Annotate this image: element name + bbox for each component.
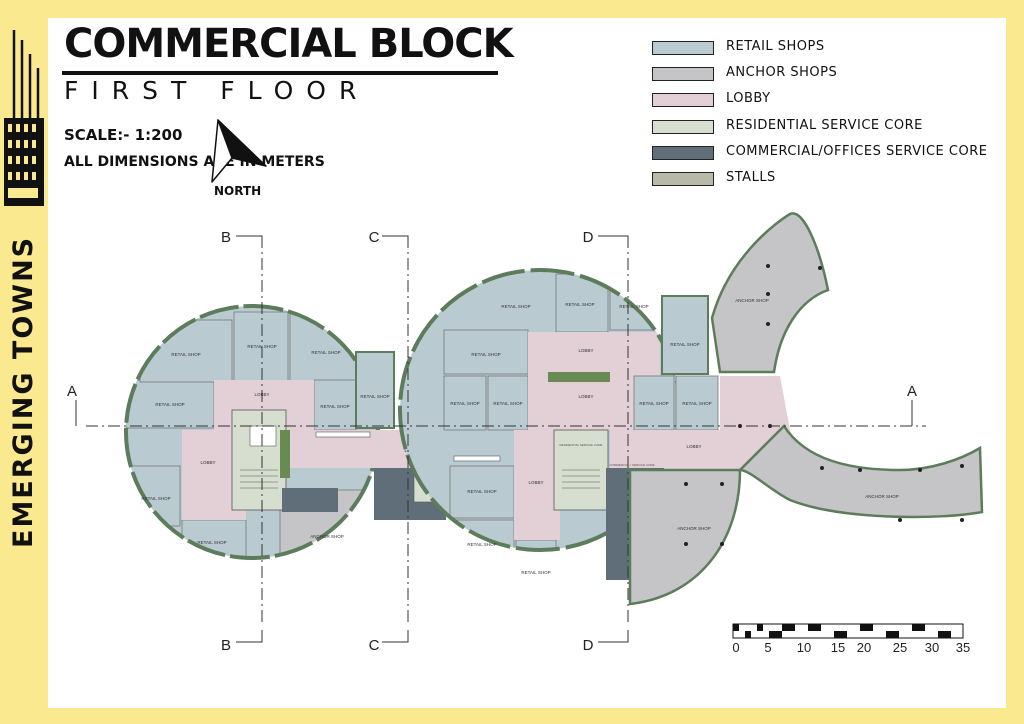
section-label-d: D (583, 637, 594, 654)
lift-box (249, 425, 277, 447)
section-label-c: C (369, 229, 380, 246)
scale-tick: 35 (956, 640, 970, 655)
room-label: RETAIL SHOP (501, 304, 530, 309)
room-label: ANCHOR SHOP (865, 494, 899, 499)
legend-label-stalls: STALLS (726, 170, 776, 185)
legend-label-residential-core: RESIDENTIAL SERVICE CORE (726, 118, 923, 133)
core-label: RESIDENTIAL SERVICE CORE (559, 443, 602, 447)
section-label-a: A (907, 383, 917, 400)
room-label: RETAIL SHOP (565, 302, 594, 307)
page-title: COMMERCIAL BLOCK (64, 21, 514, 67)
room-label: RETAIL SHOP (493, 401, 522, 406)
section-label-b: B (221, 637, 231, 654)
section-label-a: A (67, 383, 77, 400)
room-label: ANCHOR SHOP (735, 298, 769, 303)
legend-label-lobby: LOBBY (726, 91, 771, 106)
legend-label-anchor: ANCHOR SHOPS (726, 65, 838, 80)
north-label: NORTH (214, 184, 262, 198)
scale-tick: 15 (831, 640, 845, 655)
room-label: RETAIL SHOP (619, 304, 648, 309)
scale-tick: 0 (732, 640, 739, 655)
retail-shop-block (661, 295, 709, 375)
title-underline (62, 71, 498, 75)
building-logo-icon (4, 30, 44, 206)
section-lines (86, 236, 926, 626)
room-label: RETAIL SHOP (311, 350, 340, 355)
commercial-core (606, 520, 630, 580)
planter (548, 372, 610, 382)
room-label: LOBBY (686, 444, 701, 449)
north-arrow-icon (211, 119, 267, 183)
legend-label-commercial-core: COMMERCIAL/OFFICES SERVICE CORE (726, 144, 988, 159)
legend-swatch-retail (652, 41, 714, 55)
scale-bar: 0 5 10 15 20 25 30 35 (732, 623, 970, 655)
room-label: LOBBY (578, 394, 593, 399)
commercial-core (282, 488, 338, 512)
legend-swatch-anchor (652, 67, 714, 81)
legend-swatch-lobby (652, 93, 714, 107)
core-label: COMMERCIAL / SERVICE CORE (609, 463, 654, 467)
page-subtitle: FIRST FLOOR (64, 76, 370, 105)
room-label: RETAIL SHOP (521, 570, 550, 575)
room-label: RETAIL SHOP (360, 394, 389, 399)
room-label: ANCHOR SHOP (310, 534, 344, 539)
legend-swatch-residential-core (652, 120, 714, 134)
room-label: RETAIL SHOP (141, 496, 170, 501)
legend-swatch-stalls (652, 172, 714, 186)
room-label: RETAIL SHOP (450, 401, 479, 406)
residential-core (231, 409, 287, 511)
legend-swatch-commercial-core (652, 146, 714, 160)
room-label: RETAIL SHOP (320, 404, 349, 409)
room-label: RETAIL SHOP (471, 352, 500, 357)
section-label-b: B (221, 229, 231, 246)
room-label: RETAIL SHOP (197, 540, 226, 545)
room-label: RETAIL SHOP (467, 489, 496, 494)
room-label: LOBBY (528, 480, 543, 485)
retail-shop-block (355, 351, 395, 429)
scale-tick: 30 (925, 640, 939, 655)
scale-tick: 5 (764, 640, 771, 655)
room-label: RETAIL SHOP (670, 342, 699, 347)
room-label: LOBBY (200, 460, 215, 465)
section-label-c: C (369, 637, 380, 654)
room-label: RETAIL SHOP (467, 542, 496, 547)
planter (280, 430, 290, 478)
anchor-shop (710, 212, 830, 374)
room-label: ANCHOR SHOP (677, 526, 711, 531)
retail-shop-block (675, 375, 719, 431)
room-label: RETAIL SHOP (155, 402, 184, 407)
room-label: RETAIL SHOP (682, 401, 711, 406)
room-label: RETAIL SHOP (171, 352, 200, 357)
legend-label-retail: RETAIL SHOPS (726, 39, 825, 54)
scale-tick: 10 (797, 640, 811, 655)
scale-tick: 25 (893, 640, 907, 655)
scale-note: SCALE:- 1:200 (64, 126, 183, 144)
scale-tick: 20 (857, 640, 871, 655)
section-label-d: D (583, 229, 594, 246)
room-label: RETAIL SHOP (639, 401, 668, 406)
anchor-shop (628, 468, 742, 606)
room-label: LOBBY (578, 348, 593, 353)
